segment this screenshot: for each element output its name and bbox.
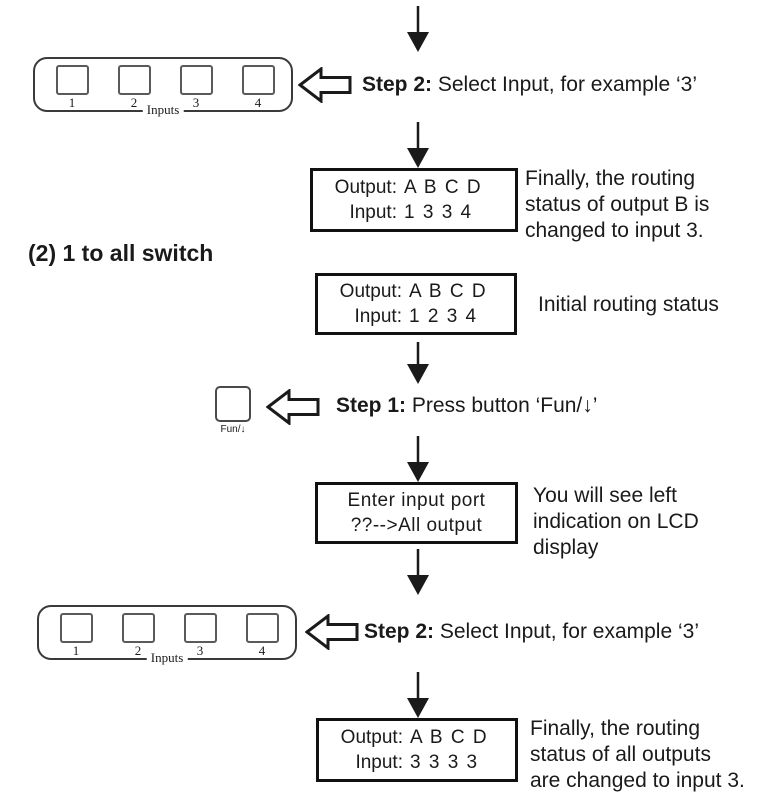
inputs-label: Inputs — [146, 650, 188, 666]
input-button-3[interactable] — [183, 613, 217, 643]
input-button-1[interactable] — [55, 65, 89, 95]
down-arrow-icon — [407, 342, 429, 384]
step2-bottom-title: Step 2: — [364, 620, 435, 643]
fun-button[interactable] — [215, 386, 251, 422]
step1-text: Press button ‘Fun/↓’ — [406, 394, 598, 417]
step2-top-text: Select Input, for example ‘3’ — [432, 73, 697, 96]
input-panel-bottom: 1 2 3 4 Inputs — [37, 605, 297, 666]
input-button-4[interactable] — [241, 65, 275, 95]
lcd-input-value: 1 3 3 4 — [404, 201, 473, 223]
step2-top-title: Step 2: — [362, 73, 433, 96]
lcd-output-label: Output: — [340, 726, 403, 748]
lcd-input-label: Input: — [355, 751, 403, 773]
step1-caption: Step 1: Press button ‘Fun/↓’ — [336, 394, 597, 418]
input-button-2[interactable] — [121, 613, 155, 643]
note-enter: You will see left indication on LCD disp… — [533, 484, 699, 559]
input-button-1-label: 1 — [68, 95, 76, 110]
lcd-display-initial: Output: A B C D Input: 1 2 3 4 — [315, 273, 517, 335]
lcd-display-final-all: Output: A B C D Input: 3 3 3 3 — [316, 718, 518, 782]
input-button-4[interactable] — [245, 613, 279, 643]
step2-bottom-caption: Step 2: Select Input, for example ‘3’ — [364, 620, 699, 644]
down-arrow-icon — [407, 122, 429, 168]
down-arrow-icon — [407, 436, 429, 482]
lcd-input-label: Input: — [349, 201, 397, 223]
down-arrow-icon — [407, 672, 429, 718]
step2-top-caption: Step 2: Select Input, for example ‘3’ — [362, 73, 697, 97]
left-block-arrow-icon — [266, 389, 320, 425]
note-final-all: Finally, the routing status of all outpu… — [530, 717, 745, 792]
lcd-input-label: Input: — [354, 305, 402, 327]
note-final-b: Finally, the routing status of output B … — [525, 167, 710, 242]
lcd-output-label: Output: — [334, 176, 397, 198]
step2-bottom-text: Select Input, for example ‘3’ — [434, 620, 699, 643]
down-arrow-icon — [407, 6, 429, 52]
input-button-1[interactable] — [59, 613, 93, 643]
step1-title: Step 1: — [336, 394, 407, 417]
input-button-4-label: 4 — [254, 95, 262, 110]
section-heading: (2) 1 to all switch — [28, 240, 214, 266]
lcd-display-enter-input: Enter input port ??-->All output — [315, 482, 518, 544]
inputs-label: Inputs — [142, 102, 184, 118]
input-button-3-label: 3 — [196, 643, 204, 658]
lcd-output-value: A B C D — [409, 280, 488, 302]
left-block-arrow-icon — [298, 67, 352, 103]
input-button-1-label: 1 — [72, 643, 80, 658]
input-button-2-label: 2 — [130, 95, 138, 110]
input-button-2-label: 2 — [134, 643, 142, 658]
input-button-3[interactable] — [179, 65, 213, 95]
lcd-output-value: A B C D — [404, 176, 483, 198]
lcd-display-final-b: Output: A B C D Input: 1 3 3 4 — [310, 168, 518, 232]
lcd-output-label: Output: — [339, 280, 402, 302]
fun-button-label: Fun/↓ — [220, 424, 246, 435]
lcd-output-value: A B C D — [410, 726, 489, 748]
note-initial: Initial routing status — [538, 293, 719, 316]
input-button-2[interactable] — [117, 65, 151, 95]
down-arrow-icon — [407, 549, 429, 595]
lcd-input-value: 1 2 3 4 — [409, 305, 478, 327]
lcd-input-value: 3 3 3 3 — [410, 751, 479, 773]
lcd-line-2: ??-->All output — [350, 514, 483, 536]
input-button-4-label: 4 — [258, 643, 266, 658]
left-block-arrow-icon — [305, 614, 359, 650]
input-panel-top: 1 2 3 4 Inputs — [33, 57, 293, 118]
input-button-3-label: 3 — [192, 95, 200, 110]
lcd-line-1: Enter input port — [347, 489, 486, 511]
